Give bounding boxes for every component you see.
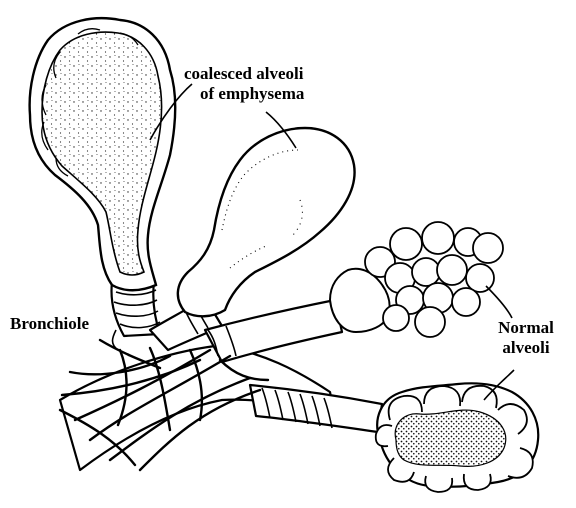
emphysema-sac-middle xyxy=(178,128,355,316)
label-normal-line2: alveoli xyxy=(486,338,566,358)
emphysema-sac-upper xyxy=(30,18,176,290)
label-coalesced-line2: of emphysema xyxy=(200,84,304,104)
alveoli-cross-section xyxy=(376,383,539,492)
leader-normal-upper xyxy=(486,286,512,318)
label-bronchiole: Bronchiole xyxy=(10,314,89,334)
normal-alveoli-cluster xyxy=(330,222,503,337)
label-coalesced-line1: coalesced alveoli xyxy=(184,64,303,84)
label-normal-line1: Normal xyxy=(486,318,566,338)
